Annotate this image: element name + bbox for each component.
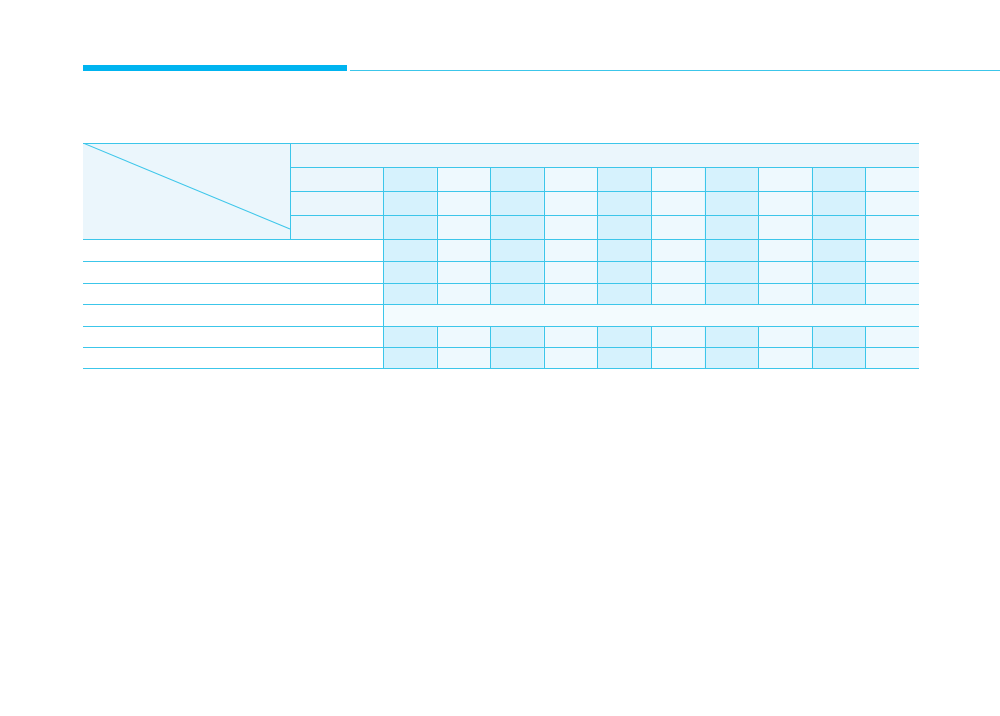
merged-row <box>383 304 919 326</box>
header-subrow-labels <box>290 167 383 239</box>
header-top-band <box>290 143 919 167</box>
value-column-4 <box>543 167 598 369</box>
value-column-9 <box>811 167 866 369</box>
value-column-7 <box>704 167 759 369</box>
value-column-5 <box>597 167 651 369</box>
value-column-1 <box>383 167 437 369</box>
corner-diagonal <box>83 143 291 230</box>
spec-table-grid <box>83 143 919 369</box>
value-column-2 <box>436 167 491 369</box>
corner-cell <box>83 143 290 239</box>
value-column-6 <box>651 167 705 369</box>
spec-table <box>83 143 919 369</box>
value-column-8 <box>758 167 812 369</box>
value-column-10 <box>865 167 919 369</box>
section-accent-bar <box>83 65 347 71</box>
section-rule <box>350 70 1000 71</box>
value-column-3 <box>490 167 544 369</box>
